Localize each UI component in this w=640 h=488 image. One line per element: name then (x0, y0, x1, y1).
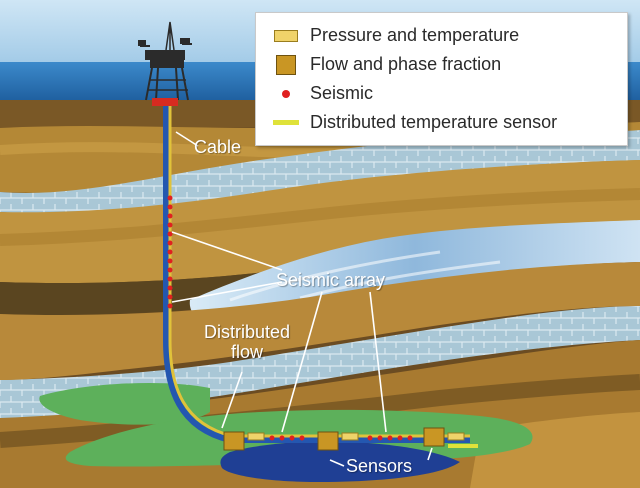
sediment-layer-middle (0, 160, 640, 284)
limestone-layer-upper (0, 130, 640, 214)
seismic-array-label: Seismic array (276, 270, 386, 290)
sensors-label: Sensors (346, 456, 413, 476)
legend: Pressure and temperature Flow and phase … (255, 12, 628, 146)
wellhead (152, 98, 178, 106)
legend-item-flow-phase: Flow and phase fraction (270, 50, 617, 79)
legend-item-pressure-temperature: Pressure and temperature (270, 21, 617, 50)
seismic-dots-vertical (167, 195, 173, 309)
dts-line-icon (270, 120, 302, 125)
legend-label: Pressure and temperature (310, 25, 520, 45)
legend-label: Seismic (310, 83, 374, 103)
seismic-dots-horizontal (269, 435, 413, 441)
cable-label: Cable (194, 137, 242, 157)
distributed-flow-label-line1: Distributed (203, 322, 291, 342)
water-zone (220, 441, 460, 482)
leader-lines (171, 131, 433, 467)
pressure-temperature-sensors (247, 432, 465, 441)
legend-label: Flow and phase fraction (310, 54, 502, 74)
legend-label: Distributed temperature sensor (310, 112, 558, 132)
flow-phase-sensors (223, 427, 445, 451)
distributed-flow-label-line2: flow (230, 342, 263, 362)
legend-item-seismic: Seismic (270, 79, 617, 108)
distributed-flow-label: Distributed flow (192, 322, 302, 362)
well-bore (163, 106, 470, 443)
sediment-layer-lower (0, 262, 640, 380)
flow-phase-swatch-icon (270, 54, 302, 75)
pressure-temperature-swatch-icon (270, 29, 302, 42)
oil-platform (138, 21, 192, 101)
seismic-dot-icon (270, 89, 302, 98)
reservoir-left (39, 382, 210, 425)
legend-item-dts: Distributed temperature sensor (270, 108, 617, 137)
